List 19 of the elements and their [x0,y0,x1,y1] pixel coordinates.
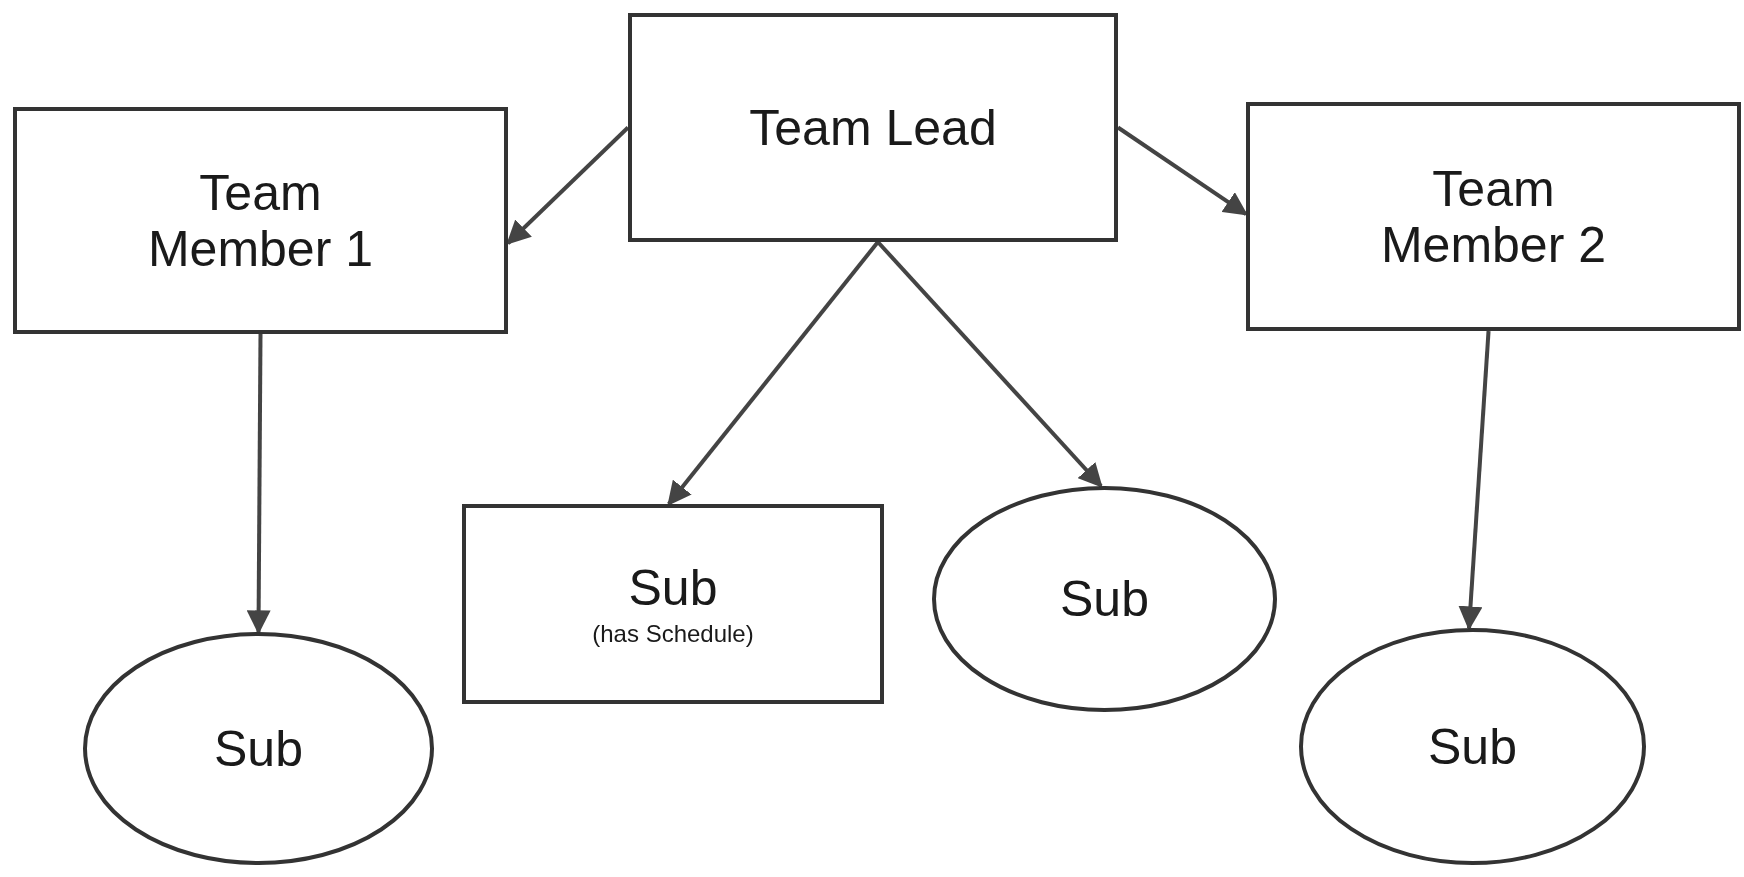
process-box [628,13,1118,242]
process-box [462,504,884,704]
ellipse-node [932,486,1277,712]
node-label: Team Lead [749,99,997,156]
node-label: Team Member 2 [1379,160,1608,273]
node-label: Sub [214,720,303,777]
node-label: Sub [1060,571,1149,627]
node-note: (has Schedule) [592,620,754,648]
arrow [667,240,880,506]
arrow [246,334,271,635]
arrow [1458,330,1491,631]
process-box [13,107,508,334]
node-label: Sub [628,560,718,616]
process-box [1246,102,1741,331]
node-label: Sub [1428,718,1517,775]
node-label: Team Member 1 [146,164,375,277]
arrow [876,240,1103,488]
ellipse-node [83,632,434,865]
ellipse-node [1299,628,1646,865]
